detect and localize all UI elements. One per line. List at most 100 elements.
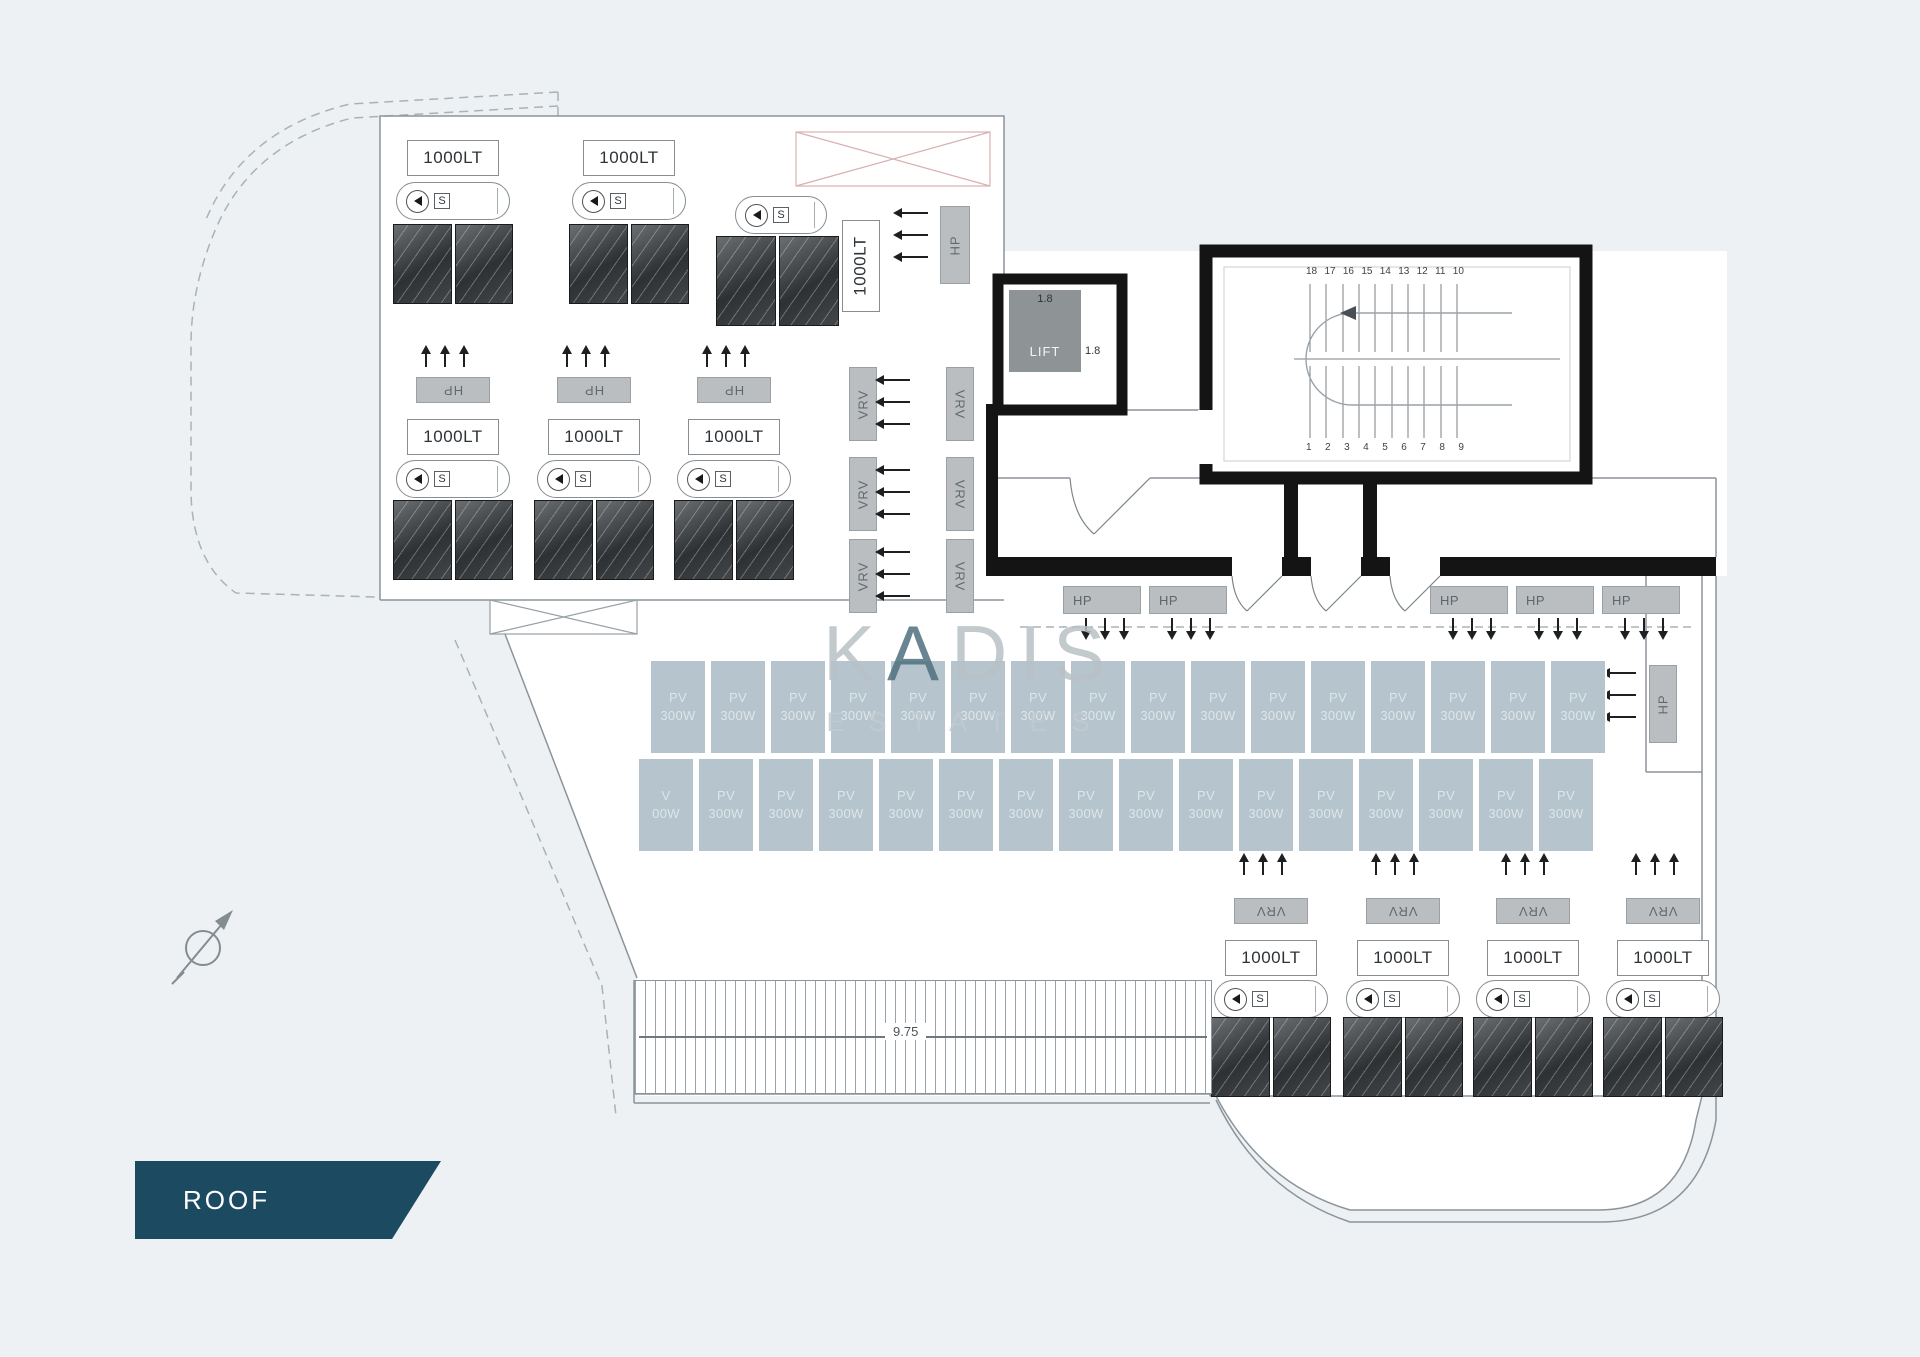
stair-number: 3 <box>1344 442 1350 453</box>
stair-number: 11 <box>1435 266 1446 277</box>
solar-collector-panels <box>393 500 513 580</box>
lift-label: LIFT <box>1029 344 1061 359</box>
heat-pump-unit: HP <box>557 377 631 403</box>
solar-panel <box>735 500 794 580</box>
stair-number: 7 <box>1420 442 1426 453</box>
pump-icon <box>406 467 429 491</box>
pv-panel: PV 300W <box>757 757 815 853</box>
stair-number: 8 <box>1439 442 1445 453</box>
pump-s-label: S <box>1384 991 1400 1007</box>
solar-collector-panels <box>569 224 689 304</box>
roof-outline <box>379 115 1717 1223</box>
heat-pump-unit: HP <box>1063 586 1141 614</box>
solar-cylinder: S <box>735 196 827 234</box>
pump-icon <box>687 467 710 491</box>
solar-panel <box>1272 1017 1331 1097</box>
pump-icon <box>745 203 768 227</box>
pv-panel: PV 300W <box>877 757 935 853</box>
vrv-unit: VRV <box>1496 898 1570 924</box>
pv-panel: PV 300W <box>889 659 947 755</box>
solar-collector-panels <box>534 500 654 580</box>
airflow-arrows-icon <box>702 345 750 367</box>
solar-cylinder: S <box>572 182 686 220</box>
pv-panel: PV 300W <box>1297 757 1355 853</box>
pump-s-label: S <box>1644 991 1660 1007</box>
pump-icon <box>1616 987 1639 1011</box>
pv-panel: PV 300W <box>1069 659 1127 755</box>
vrv-unit: VRV <box>946 539 974 613</box>
solar-collector-panels <box>1603 1017 1723 1097</box>
airflow-arrows-icon <box>875 375 910 429</box>
heat-pump-unit: HP <box>940 206 970 284</box>
solar-collector-panels <box>1473 1017 1593 1097</box>
stair-number: 2 <box>1325 442 1331 453</box>
pv-panel: PV 300W <box>1009 659 1067 755</box>
pump-icon <box>406 189 429 213</box>
floor-banner-label: ROOF <box>183 1184 271 1215</box>
pv-panel: PV 300W <box>1537 757 1595 853</box>
airflow-arrows-icon <box>1620 618 1668 640</box>
airflow-arrows-icon <box>562 345 610 367</box>
solar-collector-panels <box>1343 1017 1463 1097</box>
solar-panel <box>1534 1017 1593 1097</box>
pv-panel: PV 300W <box>1549 659 1607 755</box>
stair-direction-arrow <box>1305 306 1512 406</box>
solar-collector-panels <box>393 224 513 304</box>
heat-pump-unit: HP <box>1430 586 1508 614</box>
pump-icon <box>1356 987 1379 1011</box>
pv-panel: PV 300W <box>649 659 707 755</box>
water-tank-label: 1000LT <box>548 419 640 455</box>
pv-panel: V 00W <box>637 757 695 853</box>
pv-panel: PV 300W <box>1489 659 1547 755</box>
water-tank-label: 1000LT <box>1617 940 1709 976</box>
solar-panel <box>1473 1017 1532 1097</box>
pv-panel: PV 300W <box>697 757 755 853</box>
lift-dimension-2: 1.8 <box>1085 345 1101 357</box>
skylight-cross <box>795 131 991 187</box>
heat-pump-unit: HP <box>1516 586 1594 614</box>
pv-panel: PV 300W <box>1429 659 1487 755</box>
airflow-arrows-icon <box>1631 853 1679 875</box>
solar-panel <box>1603 1017 1662 1097</box>
water-tank-label: 1000LT <box>1487 940 1579 976</box>
solar-cylinder: S <box>1476 980 1590 1018</box>
solar-cylinder: S <box>1606 980 1720 1018</box>
water-tank-label: 1000LT <box>688 419 780 455</box>
stair-number: 9 <box>1458 442 1464 453</box>
airflow-arrows-icon <box>1534 618 1582 640</box>
stair-number: 12 <box>1416 266 1428 277</box>
airflow-arrows-icon <box>875 547 910 601</box>
pump-s-label: S <box>575 471 591 487</box>
stair-number: 17 <box>1324 266 1336 277</box>
solar-panel <box>595 500 654 580</box>
water-tank-label: 1000LT <box>407 140 499 176</box>
airflow-arrows-icon <box>1371 853 1419 875</box>
pv-panel: PV 300W <box>1177 757 1235 853</box>
solar-collector-panels <box>1211 1017 1331 1097</box>
stair-number: 4 <box>1363 442 1369 453</box>
solar-cylinder: S <box>396 182 510 220</box>
vrv-unit: VRV <box>946 457 974 531</box>
pump-icon <box>1224 987 1247 1011</box>
solar-panel <box>779 236 839 326</box>
pv-panel: PV 300W <box>1477 757 1535 853</box>
stair-number: 13 <box>1398 266 1410 277</box>
solar-cylinder: S <box>1214 980 1328 1018</box>
solar-panel <box>674 500 733 580</box>
lift-shaft <box>992 273 1128 416</box>
solar-panel <box>1404 1017 1463 1097</box>
pv-panel: PV 300W <box>1249 659 1307 755</box>
solar-cylinder: S <box>396 460 510 498</box>
heat-pump-unit: HP <box>416 377 490 403</box>
louvre-pergola: 9.75 <box>634 980 1212 1094</box>
solar-panel <box>1343 1017 1402 1097</box>
pump-s-label: S <box>773 207 789 223</box>
pump-icon <box>547 467 570 491</box>
vrv-unit: VRV <box>1626 898 1700 924</box>
stair-treads <box>1223 266 1571 462</box>
vrv-unit: VRV <box>849 539 877 613</box>
stair-number: 1 <box>1306 442 1312 453</box>
